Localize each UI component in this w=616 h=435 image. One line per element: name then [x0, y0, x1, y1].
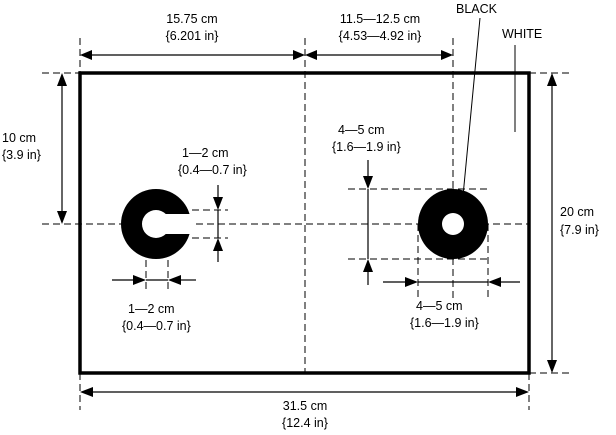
full-length-metric-label: 31.5 cm	[283, 399, 327, 413]
ring-height-arrow-top	[363, 176, 373, 189]
landolt-c-gap	[156, 214, 196, 234]
c-gap-height-imperial-label: {0.4—0.7 in}	[178, 163, 247, 177]
half-length-metric-label: 15.75 cm	[166, 12, 217, 26]
dim-half-length-arrow-right	[293, 50, 305, 60]
ring-height-imperial-label: {1.6—1.9 in}	[332, 140, 401, 154]
ring-offset-imperial-label: {4.53—4.92 in}	[339, 29, 422, 43]
dim-half-height-arrow-top	[57, 73, 67, 86]
dim-ring-offset-arrow-right	[441, 50, 453, 60]
ring-width-imperial-label: {1.6—1.9 in}	[410, 316, 479, 330]
ring-width-arrow-right	[488, 277, 501, 287]
ring-height-arrow-bottom	[363, 259, 373, 272]
full-height-metric-label: 20 cm	[560, 205, 594, 219]
ring-height-metric-label: 4—5 cm	[338, 123, 385, 137]
ring-inner	[442, 213, 464, 235]
ring-offset-metric-label: 11.5—12.5 cm	[340, 12, 420, 26]
half-height-metric-label: 10 cm	[2, 131, 36, 145]
c-gap-width-metric-label: 1—2 cm	[128, 302, 175, 316]
dim-full-height-arrow-top	[547, 73, 557, 86]
full-length-imperial-label: {12.4 in}	[282, 416, 328, 430]
black-legend-label: BLACK	[456, 2, 498, 16]
dim-half-length-arrow-left	[80, 50, 92, 60]
half-height-imperial-label: {3.9 in}	[2, 148, 41, 162]
c-gap-width-imperial-label: {0.4—0.7 in}	[122, 319, 191, 333]
c-gap-height-arrow-top	[213, 197, 223, 210]
ring-width-arrow-left	[405, 277, 418, 287]
dim-full-length-arrow-left	[80, 387, 93, 397]
dim-ring-offset-arrow-left	[305, 50, 317, 60]
dim-full-height-arrow-bottom	[547, 360, 557, 373]
white-legend-label: WHITE	[502, 27, 542, 41]
half-length-imperial-label: {6.201 in}	[166, 29, 219, 43]
ring-width-metric-label: 4—5 cm	[416, 299, 463, 313]
c-gap-height-arrow-bottom	[213, 238, 223, 251]
dim-half-height-arrow-bottom	[57, 211, 67, 224]
landolt-c-ring	[121, 189, 196, 259]
dim-full-length-arrow-right	[516, 387, 529, 397]
c-gap-width-arrow-right	[168, 275, 181, 285]
black-leader-line	[462, 17, 481, 197]
solid-ring	[418, 189, 488, 259]
c-gap-height-metric-label: 1—2 cm	[182, 146, 229, 160]
c-gap-width-arrow-left	[133, 275, 146, 285]
full-height-imperial-label: {7.9 in}	[560, 223, 599, 237]
